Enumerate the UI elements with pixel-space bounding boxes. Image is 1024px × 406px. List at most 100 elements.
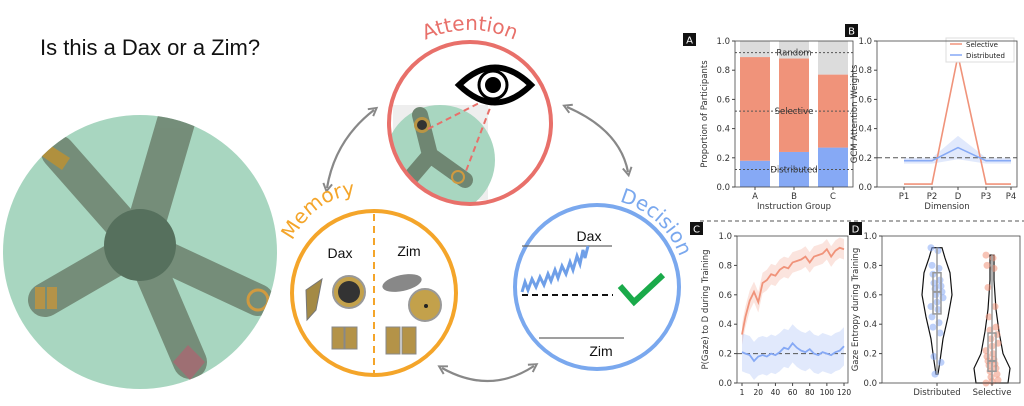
bar-distributed [818, 147, 848, 187]
legend-label: Distributed [966, 52, 1005, 60]
data-point [930, 353, 938, 361]
data-point [983, 261, 991, 269]
memory-zim-examples [382, 274, 442, 355]
iqr-box [987, 332, 997, 372]
eye-icon [454, 64, 536, 106]
x-tick-label: P1 [899, 192, 910, 202]
y-tick-label: 0.8 [863, 261, 877, 271]
x-tick-label: D [955, 192, 962, 202]
x-tick-label: Selective [973, 388, 1012, 398]
arrow-memory-decision [437, 363, 539, 383]
y-axis-label: P(Gaze) to D during Training [701, 249, 711, 369]
y-tick-label: 1.0 [718, 232, 732, 242]
data-point [993, 370, 1001, 378]
x-tick-label: A [752, 192, 758, 202]
y-tick-label: 0.2 [718, 350, 732, 360]
x-tick-label: 100 [820, 388, 835, 397]
attention-node: Attention [387, 11, 553, 206]
y-tick-label: 0.6 [858, 95, 872, 105]
panel-label-box [845, 24, 858, 37]
bar-random [740, 41, 770, 58]
data-point [982, 251, 990, 259]
attention-label: Attention [418, 11, 521, 45]
svg-text:Attention: Attention [418, 11, 521, 45]
y-tick-label: 0.0 [858, 183, 872, 193]
bar-random [779, 41, 809, 59]
y-axis-label: Proportion of Participants [700, 60, 710, 168]
axes-frame [734, 40, 854, 188]
y-axis-label: GCM Attention Weights [850, 64, 860, 163]
x-axis-label: Instruction Group [757, 202, 831, 212]
data-point [989, 254, 997, 262]
band-distributed [742, 324, 844, 381]
data-point [984, 283, 992, 291]
y-tick-label: 0.4 [863, 320, 877, 330]
band-selective [742, 237, 844, 345]
y-tick-label: 0.4 [716, 125, 730, 135]
data-point [928, 261, 936, 269]
y-tick-label: 0.2 [863, 350, 877, 360]
reference-label: Random [776, 49, 811, 59]
x-tick-label: C [830, 192, 836, 202]
data-point [991, 303, 999, 311]
x-tick-label: 80 [805, 388, 815, 397]
x-tick-label: Distributed [913, 388, 960, 398]
question-title: Is this a Dax or a Zim? [40, 35, 260, 60]
x-tick-label: 1 [740, 388, 745, 397]
y-tick-label: 0.0 [716, 183, 730, 193]
reference-label: Distributed [770, 165, 817, 175]
y-tick-label: 1.0 [863, 232, 877, 242]
panel-label-box [849, 222, 862, 235]
panel-label-box [683, 33, 696, 46]
y-tick-label: 0.0 [718, 379, 732, 389]
panel-label-box [690, 222, 703, 235]
y-tick-label: 1.0 [858, 37, 872, 47]
check-icon [617, 272, 666, 307]
x-tick-label: 20 [754, 388, 764, 397]
arrow-attention-decision [562, 103, 633, 178]
axes-frame [876, 40, 1018, 188]
y-tick-label: 0.0 [863, 379, 877, 389]
arrow-memory-attention [322, 106, 379, 194]
line-selective [904, 55, 1011, 185]
memory-zim-label: Zim [397, 243, 420, 259]
axes-frame [881, 235, 1021, 384]
y-tick-label: 0.8 [718, 261, 732, 271]
decision-dax-label: Dax [577, 228, 602, 244]
y-tick-label: 0.2 [858, 154, 872, 164]
data-point [936, 329, 944, 337]
memory-node: Memory Dax Zim [276, 176, 458, 377]
y-tick-label: 0.8 [716, 66, 730, 76]
x-tick-label: 60 [788, 388, 798, 397]
data-point [993, 330, 1001, 338]
data-point [994, 376, 1002, 384]
data-point [992, 323, 1000, 331]
bar-selective [740, 57, 770, 161]
panel-label: C [693, 225, 700, 236]
x-tick-label: P4 [1006, 192, 1017, 202]
y-tick-label: 0.4 [718, 320, 732, 330]
panel-label: A [686, 36, 693, 47]
violin-selective [973, 254, 1011, 384]
y-tick-label: 0.6 [863, 291, 877, 301]
panel-label: B [848, 27, 855, 38]
x-tick-label: P3 [981, 192, 992, 202]
legend-box [945, 37, 1015, 63]
data-point [934, 247, 942, 255]
axes-frame [736, 235, 849, 384]
y-tick-label: 0.6 [716, 95, 730, 105]
y-tick-label: 0.8 [858, 66, 872, 76]
y-tick-label: 0.6 [718, 291, 732, 301]
x-axis-label: Dimension [924, 202, 969, 212]
data-point [927, 244, 935, 252]
y-tick-label: 0.2 [716, 154, 730, 164]
legend-label: Selective [966, 41, 998, 49]
memory-dax-label: Dax [328, 245, 353, 261]
x-tick-label: 40 [771, 388, 781, 397]
